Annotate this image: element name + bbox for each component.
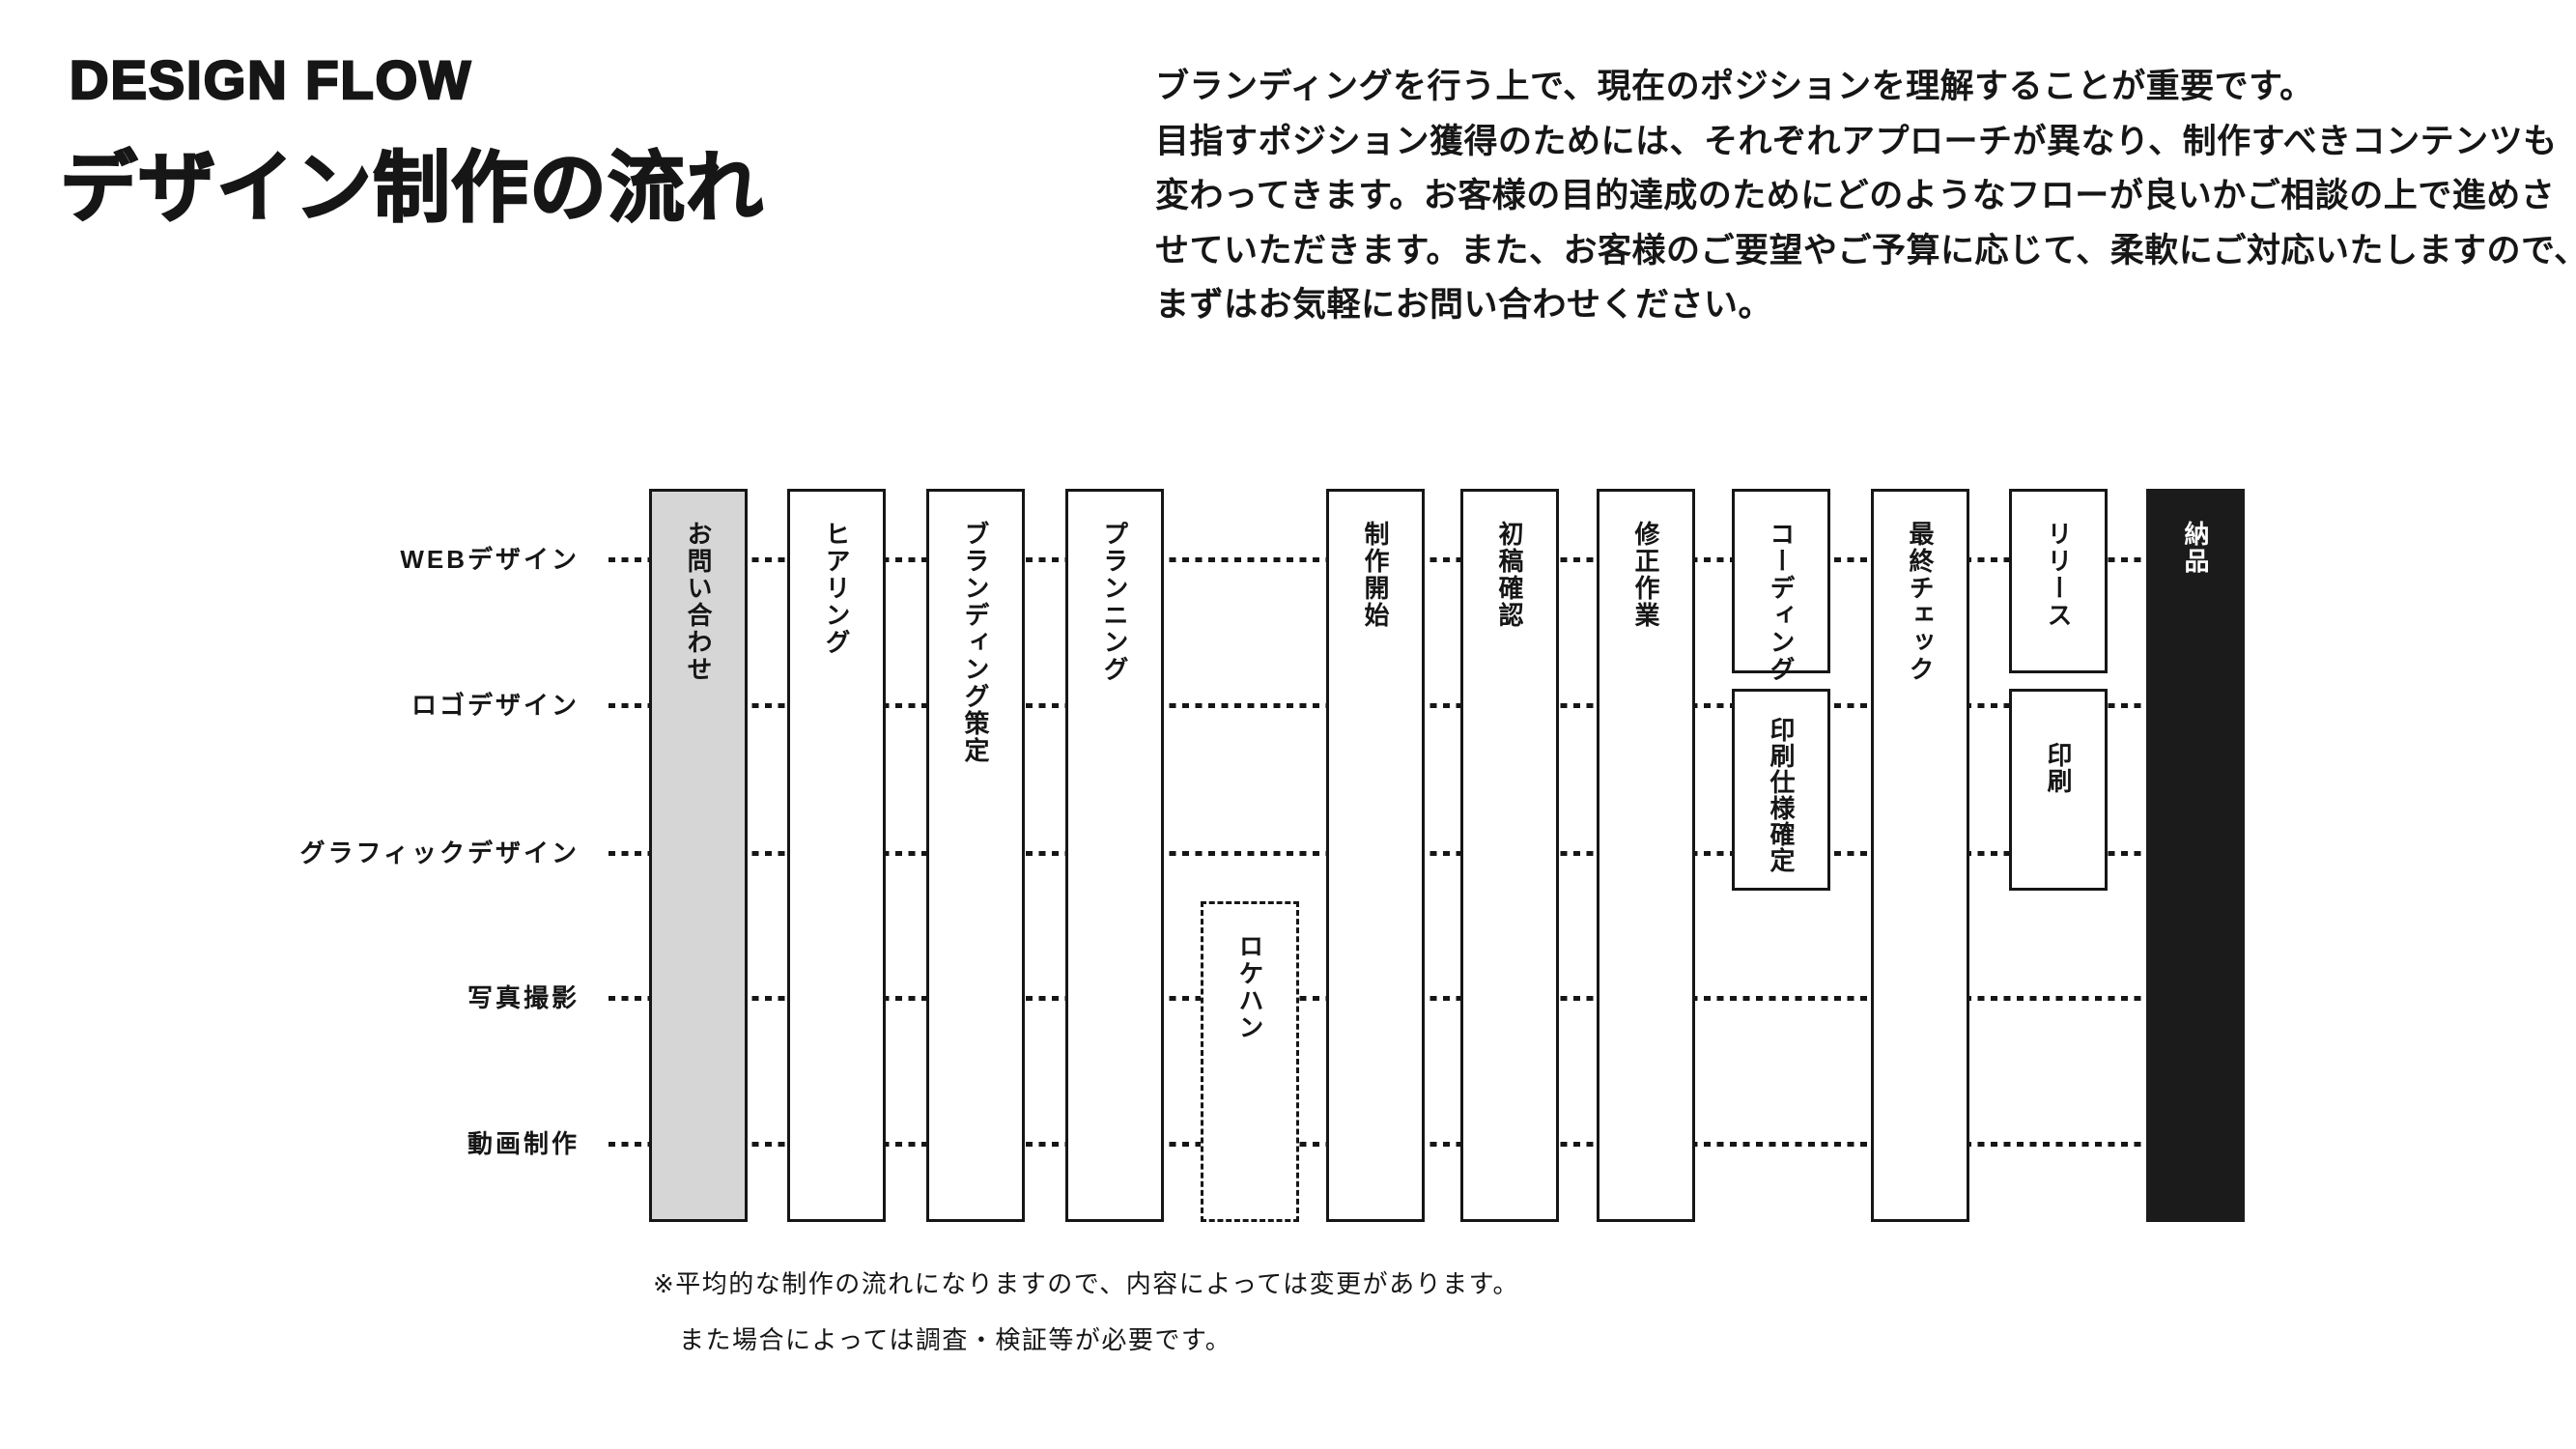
flow-step-box: ブランディング策定	[926, 489, 1025, 1222]
flow-step-label: 最終チェック	[1906, 521, 1935, 683]
footnote-line: また場合によっては調査・検証等が必要です。	[679, 1325, 1232, 1354]
flow-step-box: 最終チェック	[1871, 489, 1969, 1222]
flow-step-box: ロケハン	[1201, 901, 1299, 1222]
flow-step-label: 印刷	[2044, 742, 2073, 794]
flow-step-box: コーディング	[1732, 489, 1830, 683]
flow-step-box: リリース	[2009, 489, 2108, 673]
flow-step-label: お問い合わせ	[684, 521, 713, 683]
service-row-label: 動画制作	[467, 1129, 580, 1158]
flow-step-box: 修正作業	[1597, 489, 1695, 1222]
flow-step-box: 制作開始	[1326, 489, 1425, 1222]
flow-step-label: 印刷仕様確定	[1767, 717, 1796, 873]
intro-line: せていただきます。また、お客様のご要望やご予算に応じて、柔軟にご対応いたしますの…	[1155, 231, 2576, 270]
service-row-label: 写真撮影	[467, 983, 580, 1012]
flow-step-label: 修正作業	[1631, 521, 1660, 629]
intro-line: まずはお気軽にお問い合わせください。	[1155, 286, 1773, 324]
flow-step-label: 初稿確認	[1495, 521, 1524, 629]
flow-step-box: 印刷	[2009, 689, 2108, 891]
flow-step-box: 納品	[2146, 489, 2245, 1222]
flow-step-label: 納品	[2181, 521, 2210, 575]
intro-line: 目指すポジション獲得のためには、それぞれアプローチが異なり、制作すべきコンテンツ…	[1155, 122, 2558, 160]
service-row-label: WEBデザイン	[400, 545, 580, 574]
flow-step-box: 初稿確認	[1460, 489, 1559, 1222]
page-title-en: DESIGN FLOW	[69, 48, 473, 112]
page-title-ja: デザイン制作の流れ	[59, 144, 764, 232]
service-row-label: ロゴデザイン	[410, 691, 580, 720]
flow-step-label: 制作開始	[1361, 521, 1390, 629]
flow-step-label: ロケハン	[1235, 933, 1264, 1041]
flow-step-label: ヒアリング	[822, 521, 851, 656]
intro-line: ブランディングを行う上で、現在のポジションを理解することが重要です。	[1155, 68, 2314, 105]
service-row-label: グラフィックデザイン	[299, 838, 580, 867]
flow-step-box: 印刷仕様確定	[1732, 689, 1830, 891]
flow-step-label: リリース	[2044, 521, 2073, 629]
flow-step-label: コーディング	[1767, 521, 1796, 683]
flow-step-label: ブランディング策定	[961, 521, 990, 764]
flow-step-box: お問い合わせ	[649, 489, 748, 1222]
flow-step-label: プランニング	[1100, 521, 1129, 683]
flow-step-box: プランニング	[1065, 489, 1164, 1222]
intro-paragraph: ブランディングを行う上で、現在のポジションを理解することが重要です。 目指すポジ…	[1155, 60, 2576, 333]
footnote: ※平均的な制作の流れになりますので、内容によっては変更があります。 また場合によ…	[653, 1271, 1519, 1352]
footnote-line: ※平均的な制作の流れになりますので、内容によっては変更があります。	[653, 1269, 1520, 1298]
intro-line: 変わってきます。お客様の目的達成のためにどのようなフローが良いかご相談の上で進め…	[1155, 177, 2556, 214]
flow-step-box: ヒアリング	[787, 489, 886, 1222]
